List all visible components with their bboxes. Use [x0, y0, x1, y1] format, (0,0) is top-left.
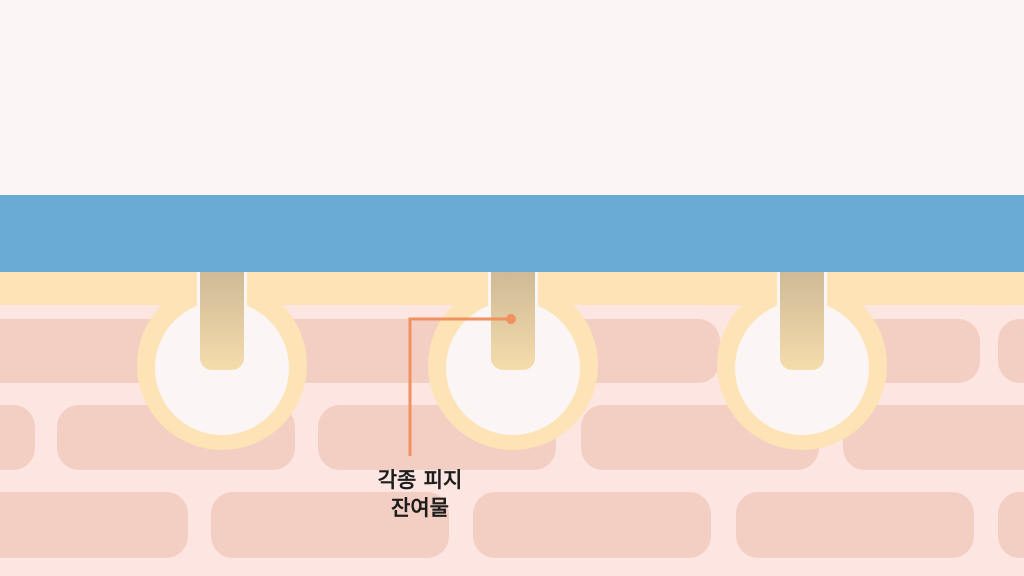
sebum-residue-plug — [200, 255, 244, 370]
leader-dot — [506, 314, 516, 324]
skin-cell — [0, 405, 35, 470]
leader-line — [408, 317, 511, 456]
skin-cell-row-3 — [0, 492, 1024, 558]
skin-cell — [211, 492, 449, 558]
skin-cell — [843, 405, 1024, 470]
sebum-residue-plug — [491, 255, 535, 370]
annotation-label-line-1: 각종 피지 — [377, 468, 463, 492]
surface-layer — [0, 195, 1024, 272]
skin-cell — [0, 492, 188, 558]
skin-cell — [736, 492, 974, 558]
skin-cell — [998, 492, 1024, 558]
skin-cell — [473, 492, 711, 558]
sebum-residue-plug — [780, 255, 824, 370]
annotation-leader — [408, 314, 516, 456]
sebum-residue-group — [200, 255, 824, 370]
annotation-label: 각종 피지 잔여물 — [340, 466, 500, 522]
skin-cell — [998, 319, 1024, 383]
annotation-label-line-2: 잔여물 — [391, 496, 449, 520]
